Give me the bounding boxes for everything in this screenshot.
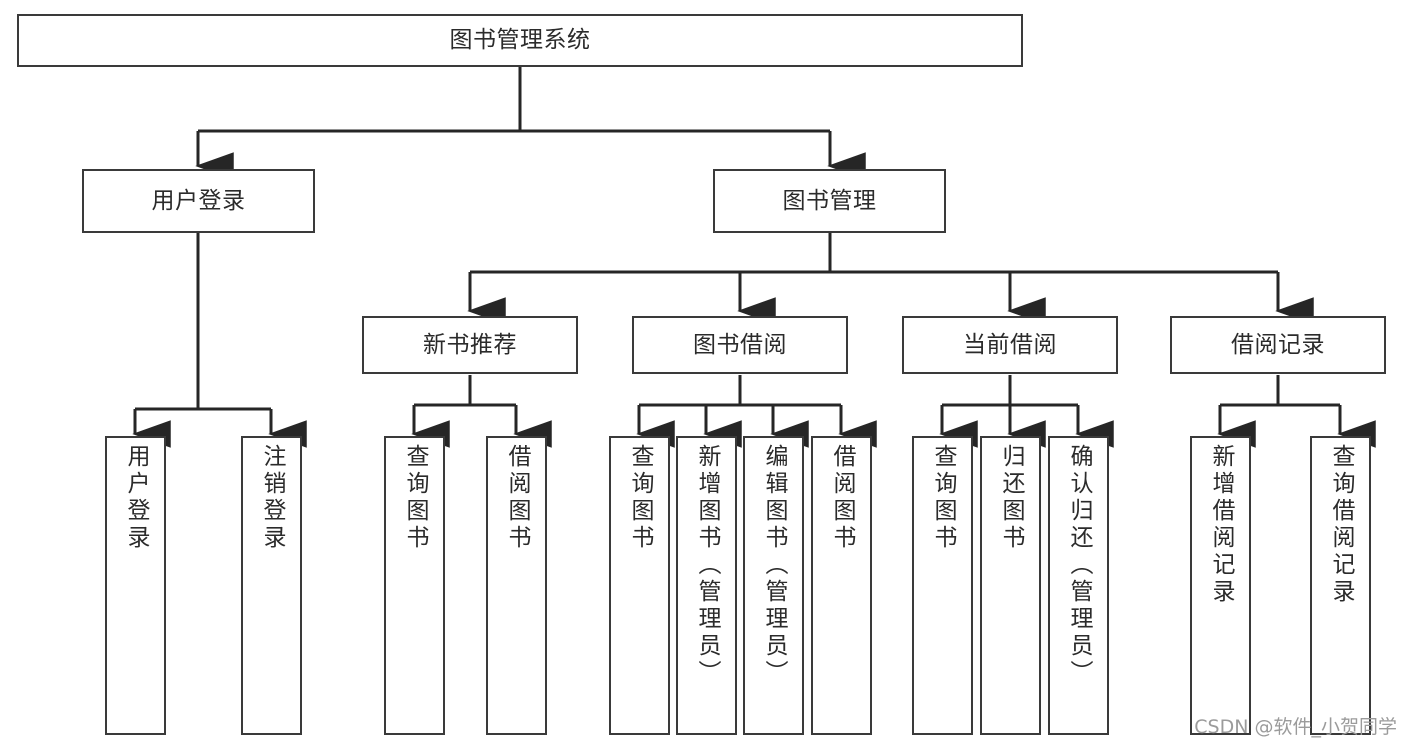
- leaf-new-book-borrow[interactable]: 借阅图书: [486, 436, 547, 735]
- node-label: 新增借阅记录: [1208, 444, 1234, 606]
- leaf-book-borrow-query[interactable]: 查询图书: [609, 436, 670, 735]
- leaf-user-login-login[interactable]: 用户登录: [105, 436, 166, 735]
- node-root-system[interactable]: 图书管理系统: [17, 14, 1023, 67]
- leaf-borrow-record-add[interactable]: 新增借阅记录: [1190, 436, 1251, 735]
- leaf-user-login-logout[interactable]: 注销登录: [241, 436, 302, 735]
- leaf-book-borrow-edit[interactable]: 编辑图书（管理员）: [743, 436, 804, 735]
- leaf-book-borrow-add[interactable]: 新增图书（管理员）: [676, 436, 737, 735]
- node-book-management[interactable]: 图书管理: [713, 169, 946, 233]
- node-user-login[interactable]: 用户登录: [82, 169, 315, 233]
- node-label: 编辑图书（管理员）: [761, 444, 787, 687]
- node-label: 确认归还（管理员）: [1066, 444, 1092, 687]
- node-label: 归还图书: [998, 444, 1024, 552]
- node-label: 借阅记录: [1231, 331, 1325, 358]
- leaf-current-borrow-query[interactable]: 查询图书: [912, 436, 973, 735]
- node-label: 查询图书: [930, 444, 956, 552]
- node-label: 当前借阅: [963, 331, 1057, 358]
- node-label: 新书推荐: [423, 331, 517, 358]
- leaf-borrow-record-query[interactable]: 查询借阅记录: [1310, 436, 1371, 735]
- node-new-book-recommend[interactable]: 新书推荐: [362, 316, 578, 374]
- node-label: 查询图书: [402, 444, 428, 552]
- node-book-borrow[interactable]: 图书借阅: [632, 316, 848, 374]
- node-label: 图书借阅: [693, 331, 787, 358]
- node-label: 图书管理系统: [449, 27, 591, 54]
- leaf-new-book-query[interactable]: 查询图书: [384, 436, 445, 735]
- node-label: 新增图书（管理员）: [694, 444, 720, 687]
- node-label: 借阅图书: [504, 444, 530, 552]
- watermark-text: CSDN @软件_小贺同学: [1194, 716, 1397, 738]
- node-borrow-record[interactable]: 借阅记录: [1170, 316, 1386, 374]
- leaf-current-borrow-confirm-return[interactable]: 确认归还（管理员）: [1048, 436, 1109, 735]
- node-label: 借阅图书: [829, 444, 855, 552]
- node-label: 注销登录: [259, 444, 285, 552]
- node-current-borrow[interactable]: 当前借阅: [902, 316, 1118, 374]
- leaf-book-borrow-borrow[interactable]: 借阅图书: [811, 436, 872, 735]
- node-label: 用户登录: [123, 444, 149, 552]
- leaf-current-borrow-return[interactable]: 归还图书: [980, 436, 1041, 735]
- node-label: 查询图书: [627, 444, 653, 552]
- node-label: 查询借阅记录: [1328, 444, 1354, 606]
- node-label: 图书管理: [782, 187, 877, 214]
- node-label: 用户登录: [151, 187, 246, 214]
